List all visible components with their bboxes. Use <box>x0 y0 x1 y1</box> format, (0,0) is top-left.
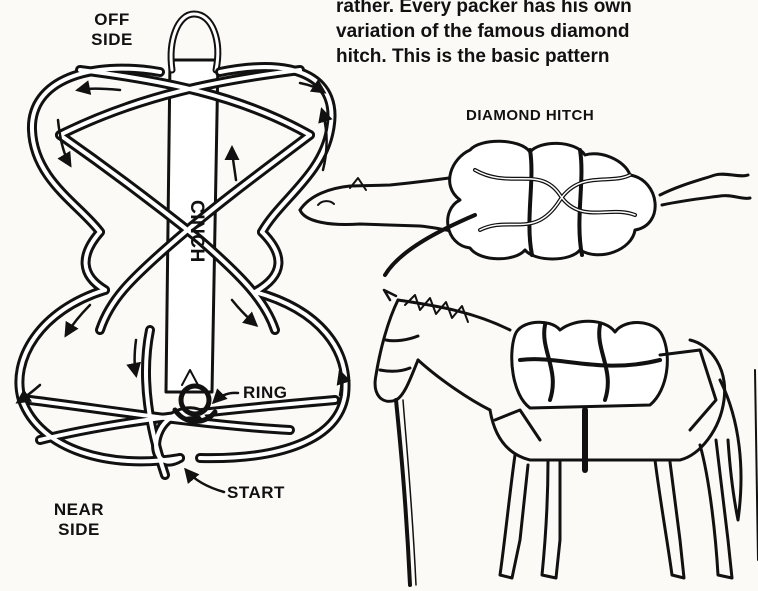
off-side-label: OFF SIDE <box>82 10 142 50</box>
diamond-hitch-title: DIAMOND HITCH <box>466 107 594 124</box>
arrow-icon <box>340 372 342 395</box>
rope-diagram <box>18 14 346 492</box>
arrow-icon <box>135 340 137 375</box>
ring-pointer-arrow-icon <box>214 393 238 402</box>
arrow-icon <box>232 300 256 325</box>
horse-top-view <box>300 141 750 275</box>
horse-side-view <box>375 290 758 585</box>
start-label: START <box>227 483 285 503</box>
arrow-icon <box>78 89 120 91</box>
pack-bundles <box>448 141 655 259</box>
ring-label: RING <box>243 383 288 403</box>
arrow-icon <box>232 148 236 180</box>
cinch-label: CINCH <box>185 200 207 260</box>
start-pointer-arrow-icon <box>186 470 224 492</box>
near-side-label: NEAR SIDE <box>48 500 110 540</box>
